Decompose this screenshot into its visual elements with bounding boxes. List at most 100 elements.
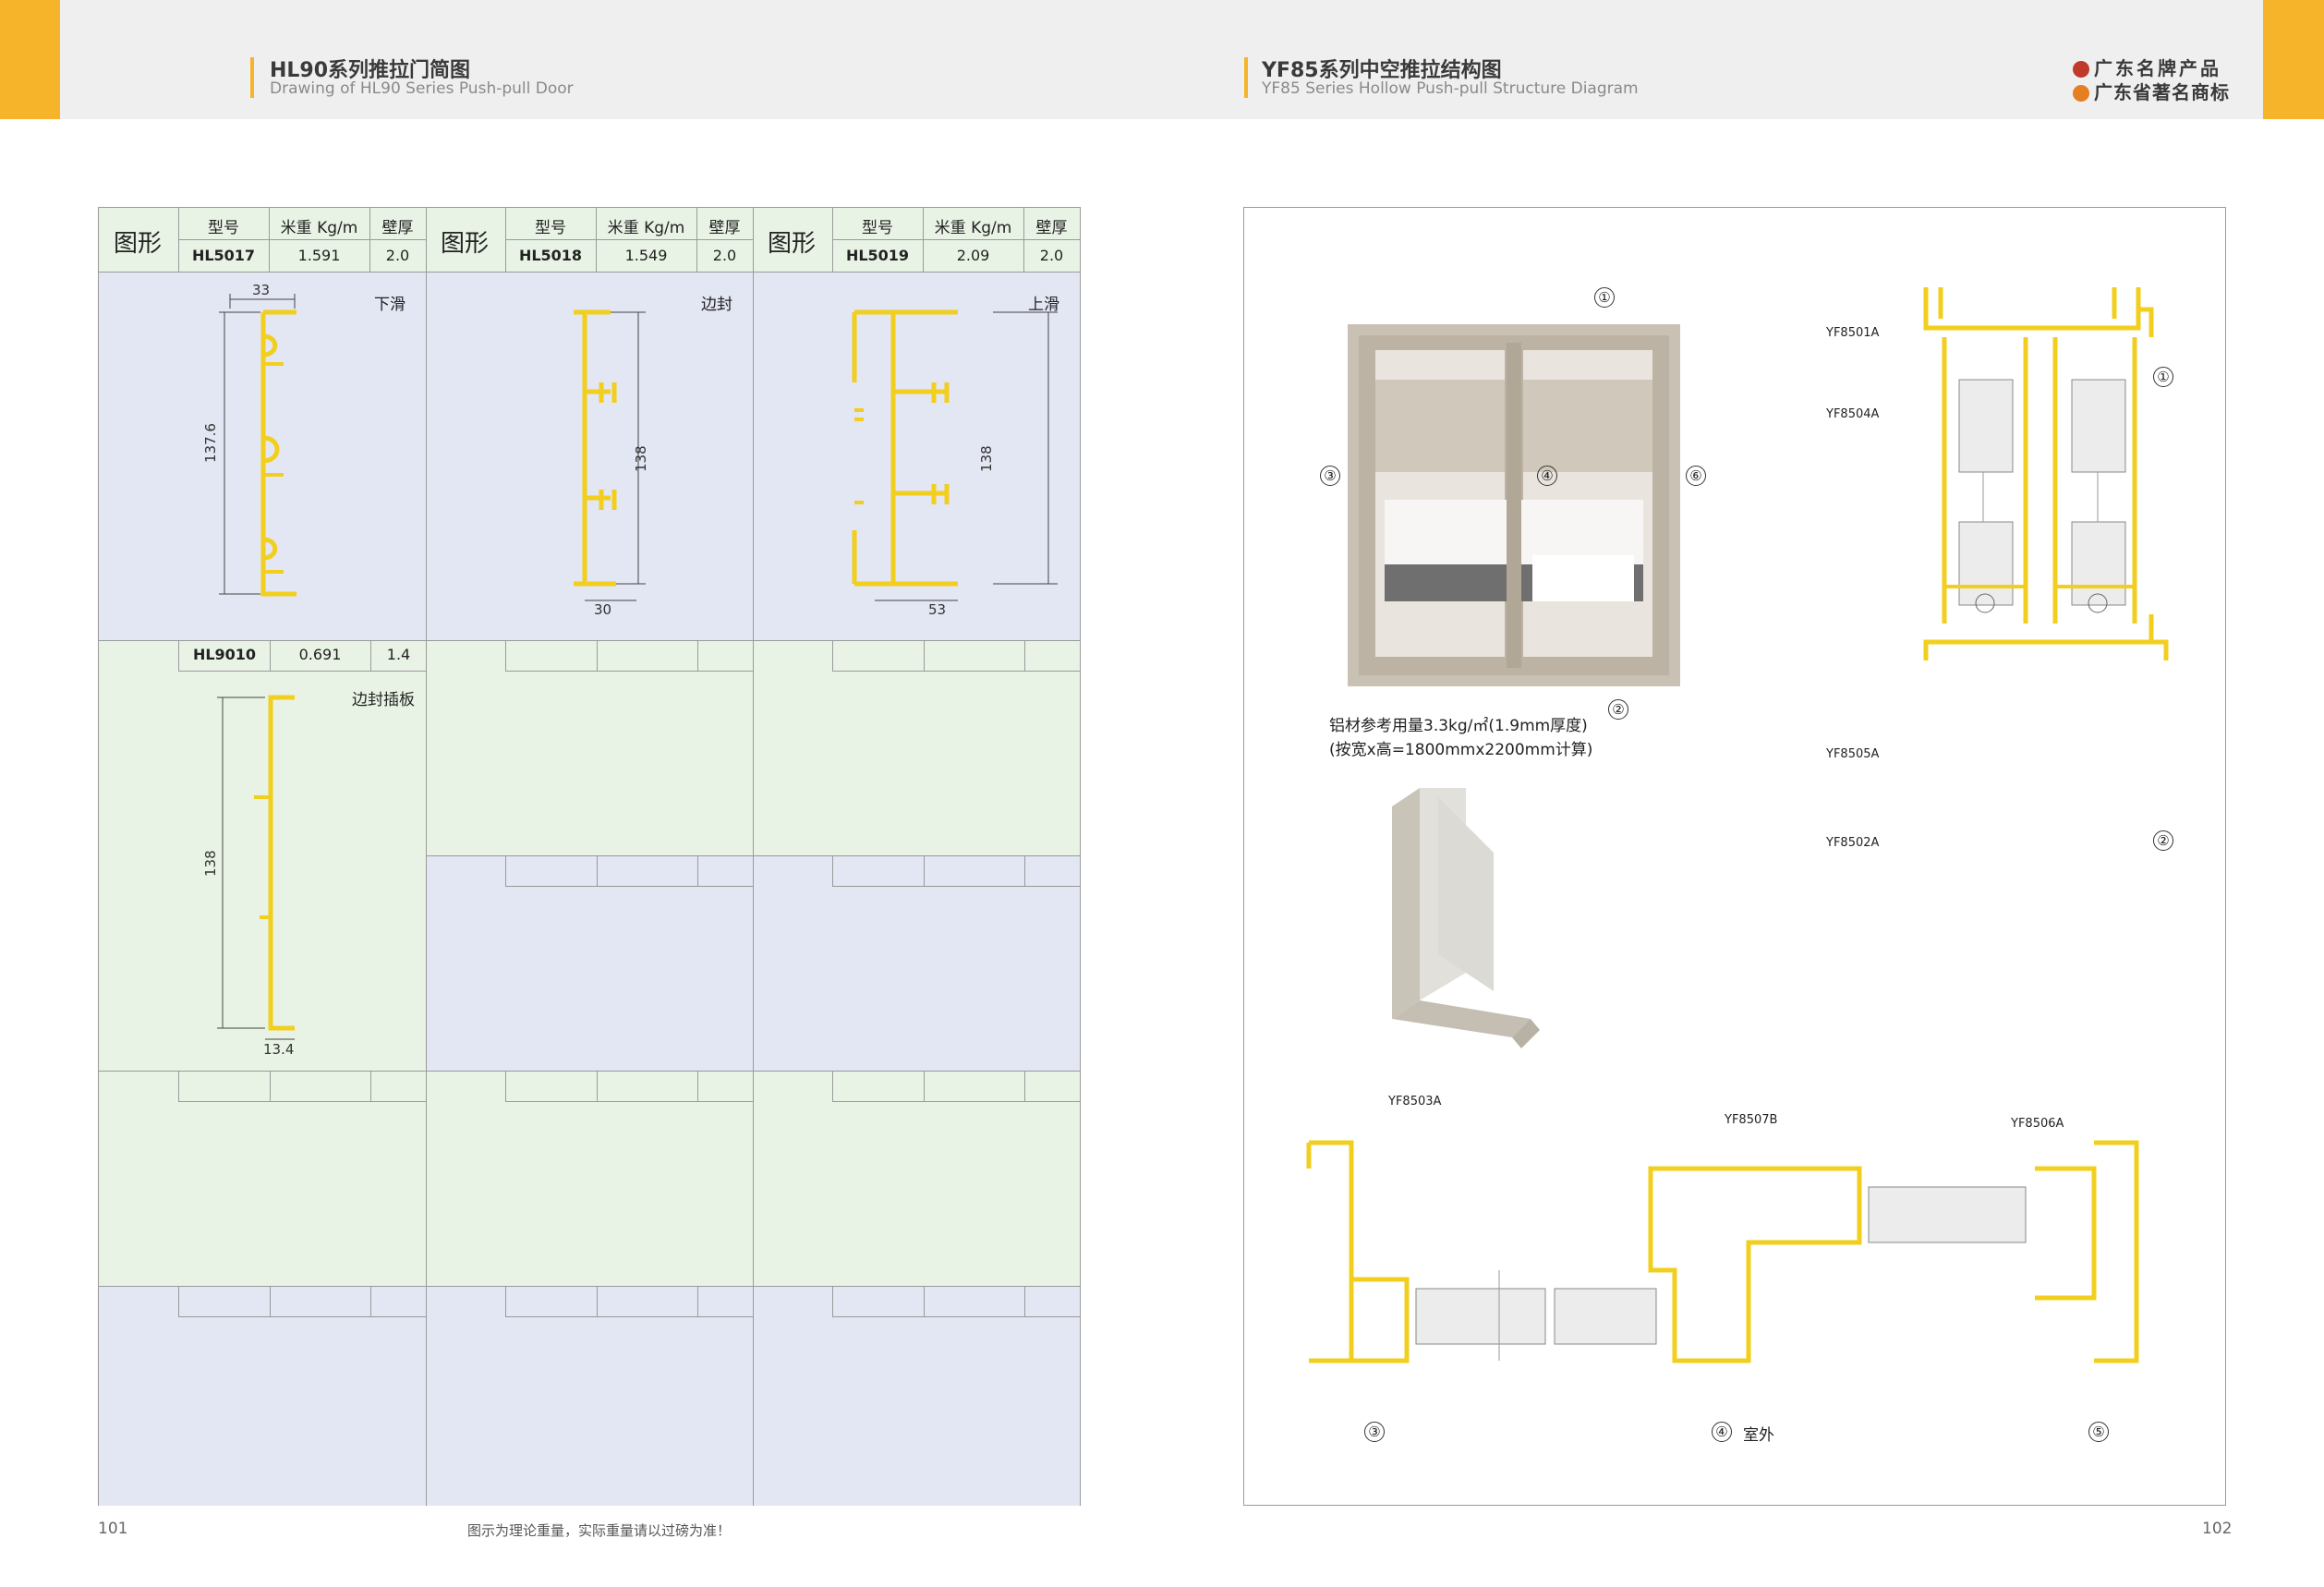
col-line (753, 208, 754, 1506)
callout-5: ⑤ (2088, 1422, 2109, 1442)
right-accent-tab (2263, 0, 2324, 119)
header-group-3: 图形 型号 米重 Kg/m 壁厚 HL5019 2.09 2.0 (753, 208, 1080, 272)
header-model: 型号 (535, 219, 566, 237)
header-thickness: 壁厚 (708, 219, 741, 237)
right-title-marker (1244, 57, 1248, 98)
brand-text-2: 广东省著名商标 (2094, 81, 2230, 103)
divider (505, 239, 753, 240)
dim-height: 138 (202, 850, 219, 877)
left-subtitle: Drawing of HL90 Series Push-pull Door (270, 79, 574, 98)
left-title-marker (250, 57, 254, 98)
left-title: HL90系列推拉门简图 (270, 59, 471, 82)
part-code: YF8503A (1388, 1095, 1442, 1108)
callout-4: ④ (1537, 466, 1557, 486)
empty-spec-strip (178, 1286, 426, 1317)
horizontal-section (1306, 1140, 2139, 1363)
profile-name: 边封插板 (352, 691, 415, 709)
product-code: HL5017 (191, 247, 256, 264)
header-weight: 米重 Kg/m (607, 219, 685, 237)
award-icon (2073, 61, 2089, 78)
callout-3: ③ (1320, 466, 1340, 486)
col-line (426, 208, 427, 1506)
profile-drawing-hl5017 (219, 294, 297, 597)
dim-height: 137.6 (202, 423, 219, 463)
part-code: YF8501A (1826, 326, 1880, 340)
row-line (99, 1071, 1080, 1072)
empty-spec-strip (505, 640, 753, 672)
header-shape: 图形 (768, 230, 817, 258)
divider (696, 208, 697, 272)
left-accent-tab (0, 0, 60, 119)
row-3-first (99, 855, 426, 1071)
divider (697, 640, 698, 672)
header-shape: 图形 (114, 230, 163, 258)
header-group-2: 图形 型号 米重 Kg/m 壁厚 HL5018 1.549 2.0 (426, 208, 753, 272)
usage-caption-1: 铝材参考用量3.3kg/㎡(1.9mm厚度) (1329, 717, 1588, 735)
header-weight: 米重 Kg/m (934, 219, 1012, 237)
divider (370, 1071, 371, 1102)
right-subtitle: YF85 Series Hollow Push-pull Structure D… (1262, 79, 1639, 98)
product-thickness: 2.0 (1039, 247, 1064, 264)
row-line (99, 1286, 1080, 1287)
profile-drawing-hl5019 (852, 309, 1058, 601)
empty-spec-strip (832, 1286, 1080, 1317)
empty-spec-strip (505, 1071, 753, 1102)
empty-spec-strip (178, 1071, 426, 1102)
brand-text-1: 广东名牌产品 (2094, 57, 2221, 79)
divider (923, 208, 924, 272)
header-group-1: 图形 型号 米重 Kg/m 壁厚 HL5017 1.591 2.0 (99, 208, 426, 272)
callout-4: ④ (1712, 1422, 1732, 1442)
outside-label: 室外 (1743, 1426, 1774, 1445)
divider (269, 208, 270, 272)
dim-width: 30 (594, 601, 612, 618)
callout-3: ③ (1364, 1422, 1385, 1442)
divider (924, 1071, 925, 1102)
brand-line-2: 广东省著名商标 (2073, 78, 2230, 104)
header-model: 型号 (208, 219, 239, 237)
page-number-right: 102 (2202, 1520, 2233, 1538)
corner-cutaway (1392, 788, 1540, 1048)
page-number-left: 101 (98, 1520, 128, 1538)
profile-name: 下滑 (374, 296, 405, 314)
divider (370, 640, 371, 672)
divider (270, 1071, 271, 1102)
divider (697, 1286, 698, 1317)
profile-drawing-hl5018 (574, 309, 646, 601)
dim-height: 138 (978, 445, 995, 472)
brand-line-1: 广东名牌产品 (2073, 54, 2221, 80)
header-model: 型号 (862, 219, 893, 237)
product-code: HL5018 (518, 247, 583, 264)
callout-2: ② (1608, 699, 1628, 720)
divider (697, 1071, 698, 1102)
divider (924, 855, 925, 887)
product-weight: 1.549 (624, 247, 668, 264)
profile-name: 上滑 (1028, 296, 1059, 314)
part-code: YF8505A (1826, 747, 1880, 761)
callout-1: ① (1594, 287, 1615, 308)
divider (597, 1286, 598, 1317)
divider (924, 640, 925, 672)
empty-spec-strip (832, 640, 1080, 672)
row-5 (99, 1286, 1080, 1506)
row-line (99, 272, 1080, 273)
divider (1023, 208, 1024, 272)
divider (1024, 1071, 1025, 1102)
profile-drawing-hl9010 (217, 695, 295, 1040)
empty-spec-strip (832, 855, 1080, 887)
empty-spec-strip (505, 855, 753, 887)
row-2 (99, 640, 1080, 855)
product-thickness: 1.4 (386, 646, 411, 663)
dim-width: 33 (252, 282, 271, 298)
divider (597, 1071, 598, 1102)
part-code: YF8504A (1826, 407, 1880, 421)
product-thickness: 2.0 (385, 247, 410, 264)
divider (370, 1286, 371, 1317)
divider (597, 855, 598, 887)
divider (924, 1286, 925, 1317)
part-code: YF8506A (2011, 1117, 2064, 1131)
callout-2: ② (2153, 830, 2173, 851)
dim-width: 13.4 (263, 1041, 295, 1058)
callout-1: ① (2153, 367, 2173, 387)
header-thickness: 壁厚 (1035, 219, 1068, 237)
product-weight: 2.09 (956, 247, 990, 264)
